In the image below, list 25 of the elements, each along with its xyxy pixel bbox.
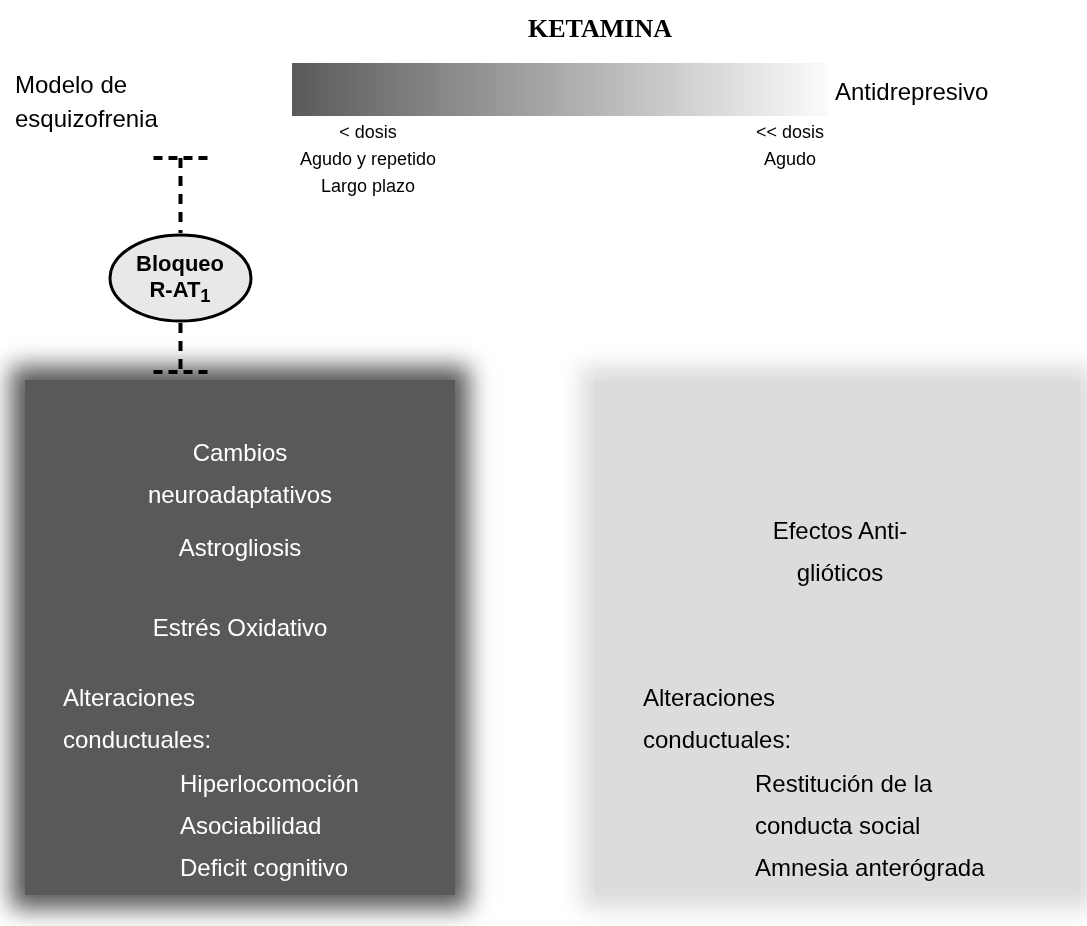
node-text: Astrogliosis [177, 533, 303, 563]
node-text: Alteraciones conductuales: [643, 683, 793, 755]
dark-panel [25, 380, 455, 895]
dashed-connector [151, 323, 210, 374]
dashed-connector [151, 156, 210, 233]
node-text: Modelo de esquizofrenia [15, 68, 250, 150]
ellipse-node [108, 233, 253, 323]
label-text: < dosis [338, 122, 398, 143]
node-text: Estrés Oxidativo [151, 613, 329, 643]
title: KETAMINA [527, 14, 673, 44]
node-text: Hiperlocomoción [180, 769, 360, 799]
node-text: Restitución de la conducta social [755, 769, 934, 841]
label-text: Antidrepresivo [835, 78, 990, 106]
node-text: Bloqueo R-AT$_{1}$ [135, 251, 225, 308]
node-text: Deficit cognitivo [180, 853, 350, 883]
label-text: Agudo [762, 149, 818, 170]
node-text: Alteraciones conductuales: [63, 683, 213, 755]
label-text: << dosis [754, 122, 825, 143]
node-text: Efectos Anti-glióticos [771, 516, 909, 588]
node-text: Amnesia anterógrada [755, 853, 986, 883]
node-text: Cambios neuroadaptativos [146, 438, 334, 510]
node-text: Asociabilidad [180, 811, 323, 841]
label-text: Agudo y repetido [298, 149, 438, 170]
gradient-bar [292, 63, 828, 116]
label-text: Largo plazo [319, 176, 417, 197]
